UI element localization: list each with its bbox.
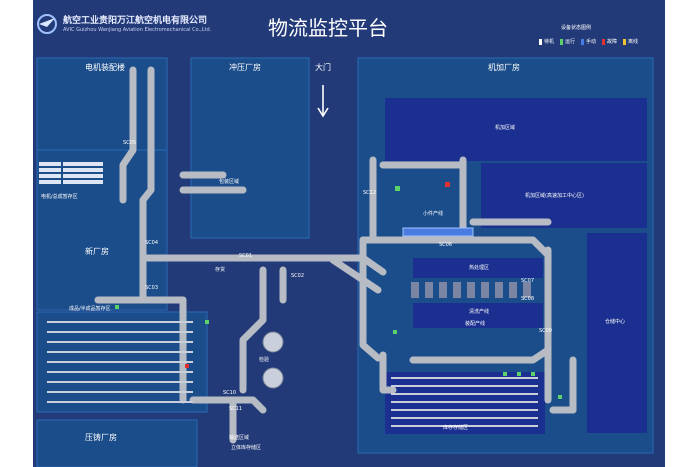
node-sc02[interactable]: SC02	[291, 273, 305, 279]
rack-lines	[47, 321, 538, 427]
warehouse-right-block	[587, 233, 647, 433]
motor-assembly-zone	[36, 57, 168, 151]
legend-item-manual: 手动	[581, 38, 596, 45]
area-label-storage: 存货	[215, 267, 226, 273]
node-sc11[interactable]: SC11	[229, 406, 243, 412]
zone-label-motor-assembly: 电机装配楼	[85, 63, 125, 72]
manual-swatch	[581, 38, 584, 45]
gate-arrow	[317, 85, 329, 118]
offline-swatch	[623, 38, 626, 45]
area-label-packing: 包装区域	[219, 179, 240, 185]
node-sc08[interactable]: SC08	[521, 296, 535, 302]
zone-label-stamping: 冲压厂房	[229, 63, 261, 72]
area-label-machining: 机加区域	[495, 125, 516, 131]
legend-item-idle: 待机	[539, 38, 554, 45]
legend-item-offline: 离线	[623, 38, 638, 45]
legend-label: 运行	[565, 39, 576, 45]
company-name-cn: 航空工业贵阳万江航空机电有限公司	[63, 16, 208, 26]
legend-label: 离线	[628, 39, 639, 45]
node-sc12[interactable]: SC12	[363, 190, 377, 196]
monitor-stage: 航空工业贵阳万江航空机电有限公司 AVIC Guizhou Wanjiang A…	[33, 0, 665, 467]
page-title: 物流监控平台	[268, 16, 388, 40]
running-swatch	[560, 38, 563, 45]
node-sc07[interactable]: SC07	[521, 278, 535, 284]
node-sc03[interactable]: SC03	[145, 285, 159, 291]
zone-label-die-casting: 压铸厂房	[85, 433, 117, 442]
die-casting-zone	[36, 419, 198, 467]
node-sc01[interactable]: SC01	[239, 253, 253, 259]
legend-label: 手动	[586, 39, 597, 45]
legend-item-fault: 故障	[602, 38, 617, 45]
area-label-washing: 清洗产线	[469, 309, 490, 315]
node-sc06[interactable]: SC06	[439, 242, 453, 248]
area-label-conveyor: 输送区域	[229, 435, 250, 441]
area-label-right-store: 库存存储区	[443, 425, 469, 431]
area-label-warehouse-center: 仓储中心	[605, 319, 626, 325]
fault-swatch	[602, 38, 605, 45]
zone-label-gate: 大门	[315, 63, 331, 72]
conveyor-lines	[94, 66, 577, 444]
area-label-heat-treatment: 热处理区	[469, 265, 490, 271]
node-sc09[interactable]: SC09	[539, 328, 553, 334]
round-machines	[262, 331, 284, 389]
slot-grid-left	[39, 162, 103, 184]
assembly-line-block	[413, 303, 543, 328]
idle-swatch	[539, 38, 542, 45]
legend-title: 设备状态图例	[561, 25, 592, 31]
area-label-machining2: 机加区域(高速加工中心区)	[525, 193, 584, 199]
area-label-vertical-storage: 立体库存储区	[231, 445, 262, 451]
legend-label: 待机	[544, 39, 555, 45]
slot-grid-right	[411, 282, 531, 298]
zone-label-machining: 机加厂房	[488, 63, 520, 72]
status-markers	[115, 182, 562, 399]
node-sc10[interactable]: SC10	[223, 390, 237, 396]
area-label-motor-stock: 电机/总成暂存区	[41, 194, 78, 200]
company-logo	[37, 14, 57, 34]
machining-area2-block	[481, 163, 647, 228]
stamping-zone	[190, 57, 310, 239]
heat-treatment-block	[413, 258, 543, 278]
zone-label-new-plant: 新厂房	[85, 247, 109, 256]
map-canvas	[36, 14, 654, 467]
legend-item-running: 运行	[560, 38, 575, 45]
node-sc04[interactable]: SC04	[145, 240, 159, 246]
company-name-en: AVIC Guizhou Wanjiang Aviation Electrome…	[63, 27, 212, 33]
area-label-small-parts: 小件产线	[423, 211, 444, 217]
area-label-assembly-line: 装配产线	[465, 321, 486, 327]
area-label-inspection: 检验	[259, 357, 270, 363]
machining-area-block	[385, 98, 647, 161]
area-label-finished-stock: 成品/半成品暂存区	[69, 306, 111, 312]
node-sc05[interactable]: SC05	[123, 140, 137, 146]
legend-label: 故障	[607, 39, 618, 45]
